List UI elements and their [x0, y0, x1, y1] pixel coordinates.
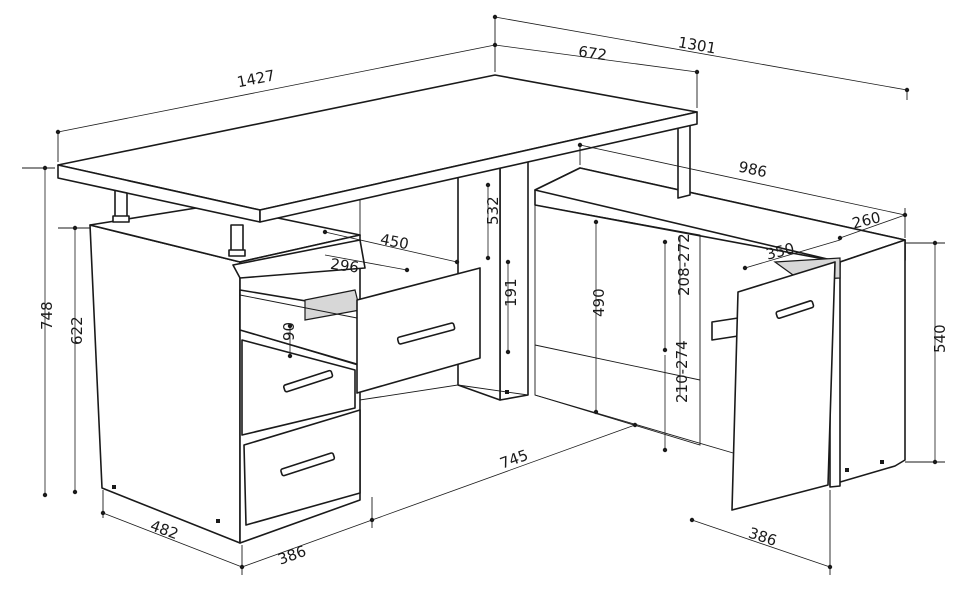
pedestal-top-cap — [232, 239, 366, 279]
drawer-middle-handle — [282, 369, 334, 393]
pedestal-front — [89, 224, 241, 544]
return-base-edge — [534, 394, 741, 456]
label-gap-height: 532 — [484, 196, 502, 225]
center-support-base — [457, 384, 529, 396]
desk-top-edge-right — [259, 111, 698, 223]
drawer-bottom-handle — [280, 452, 336, 477]
cabinet-door — [731, 261, 836, 511]
label-shelf-range-upper: 208-272 — [675, 233, 693, 296]
foot-cabinet — [845, 468, 849, 472]
return-inner-shelf — [711, 317, 739, 341]
label-return-depth: 260 — [850, 208, 882, 232]
door-handle — [775, 300, 815, 320]
return-inner-frame — [534, 204, 701, 446]
label-knee-space: 745 — [497, 446, 530, 473]
drawer-open-front — [356, 267, 481, 394]
label-drawer-height: 90 — [280, 322, 298, 341]
post-right-base — [228, 249, 246, 257]
foot-center — [216, 519, 220, 523]
label-total-width: 1427 — [235, 66, 276, 91]
dimension-lines — [22, 14, 945, 575]
label-return-length: 1301 — [677, 33, 718, 57]
foot-cabinet-rear — [880, 460, 884, 464]
label-return-inner: 986 — [737, 158, 769, 182]
foot-left — [112, 485, 116, 489]
label-cabinet-height: 540 — [931, 324, 949, 353]
label-inner-height: 490 — [590, 288, 608, 317]
foot-support — [505, 390, 509, 394]
label-shelf-range-lower: 210-274 — [673, 340, 691, 403]
drawer-open-handle — [396, 322, 456, 345]
drawer-runner-upper — [239, 294, 358, 319]
return-bottom-shelf — [534, 344, 701, 381]
dimension-labels: 1427 1301 672 986 260 350 748 622 450 29… — [38, 33, 949, 568]
post-left-base — [112, 215, 130, 223]
desk-body — [57, 74, 906, 544]
label-pedestal-width: 386 — [275, 542, 308, 569]
return-side-panel — [829, 239, 906, 486]
label-drawer-inner: 296 — [329, 255, 360, 277]
label-top-depth: 672 — [577, 42, 608, 64]
label-pedestal-depth: 482 — [148, 516, 181, 543]
label-cabinet-width: 386 — [746, 524, 779, 550]
label-upper-section: 191 — [502, 278, 520, 307]
center-support-panel — [499, 149, 529, 401]
drawer-runner — [239, 329, 358, 366]
label-height-total: 748 — [38, 301, 56, 330]
label-height-pedestal: 622 — [68, 316, 86, 345]
label-drawer-width: 450 — [379, 230, 411, 253]
